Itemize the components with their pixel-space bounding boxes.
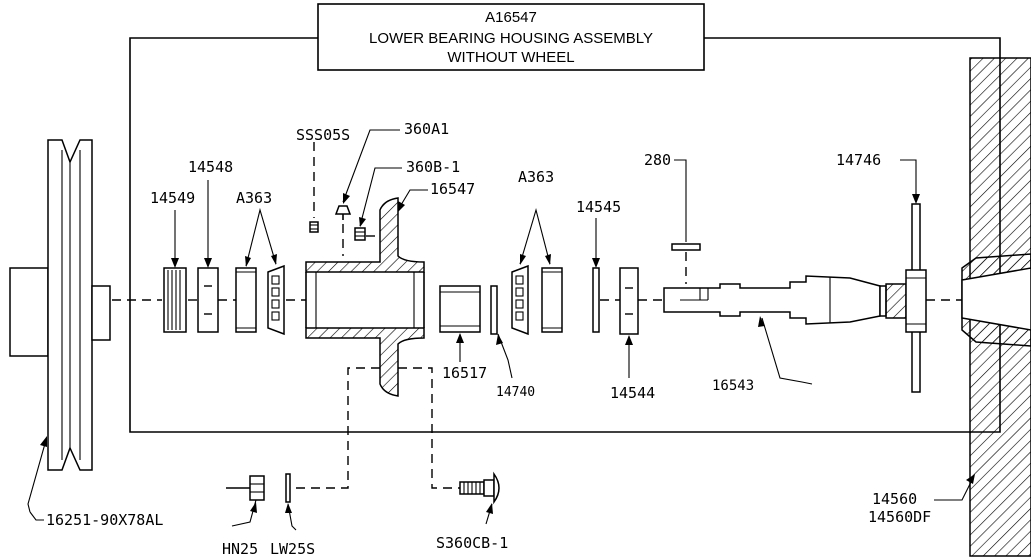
part-16543-shaft <box>663 275 907 385</box>
part-a363-left <box>235 207 285 336</box>
label-14545: 14545 <box>576 198 621 216</box>
mounting-bolt-path <box>296 367 460 489</box>
part-14746 <box>900 159 968 393</box>
label-hn25: HN25 <box>222 540 258 558</box>
label-14548: 14548 <box>188 158 233 176</box>
label-a363-left: A363 <box>236 189 272 207</box>
part-a363-right <box>511 207 563 336</box>
title-box: A16547 LOWER BEARING HOUSING ASSEMBLY WI… <box>317 3 705 71</box>
label-14549: 14549 <box>150 189 195 207</box>
label-14544: 14544 <box>610 384 655 402</box>
part-hn25 <box>226 475 265 527</box>
part-14545 <box>592 218 600 333</box>
title-line-2: WITHOUT WHEEL <box>447 49 574 66</box>
label-a363-right: A363 <box>518 168 554 186</box>
label-sss05s: SSS05S <box>296 126 350 144</box>
part-lw25s <box>285 473 297 531</box>
part-14740 <box>490 285 513 379</box>
label-280: 280 <box>644 151 671 169</box>
label-14746: 14746 <box>836 151 881 169</box>
label-14560df: 14560DF <box>868 508 931 526</box>
title-code: A16547 <box>485 9 537 26</box>
label-360a1: 360A1 <box>404 120 449 138</box>
label-lw25s: LW25S <box>270 540 315 558</box>
part-14549 <box>163 210 187 333</box>
title-line-1: LOWER BEARING HOUSING ASSEMBLY <box>369 30 653 47</box>
label-16543: 16543 <box>712 378 754 394</box>
assembly-frame <box>129 37 1001 433</box>
part-s360cb1 <box>459 471 500 525</box>
part-280-key <box>671 159 701 284</box>
label-16547: 16547 <box>430 180 475 198</box>
pulley-leader <box>27 436 47 521</box>
label-14560: 14560 <box>872 490 917 508</box>
part-14548 <box>197 180 219 333</box>
label-14740: 14740 <box>496 385 535 400</box>
part-360b1 <box>354 167 402 241</box>
label-360b-1: 360B-1 <box>406 158 460 176</box>
part-14560-frame <box>934 57 1031 557</box>
part-16517 <box>439 285 481 362</box>
part-16547-housing <box>305 189 428 397</box>
label-s360cb-1: S360CB-1 <box>436 534 508 552</box>
part-360a1 <box>334 129 400 256</box>
part-14544 <box>619 267 639 378</box>
label-16517: 16517 <box>442 364 487 382</box>
part-sss05s <box>309 142 319 233</box>
pulley-part <box>9 139 111 471</box>
label-16251-90x78al: 16251-90X78AL <box>46 511 163 529</box>
